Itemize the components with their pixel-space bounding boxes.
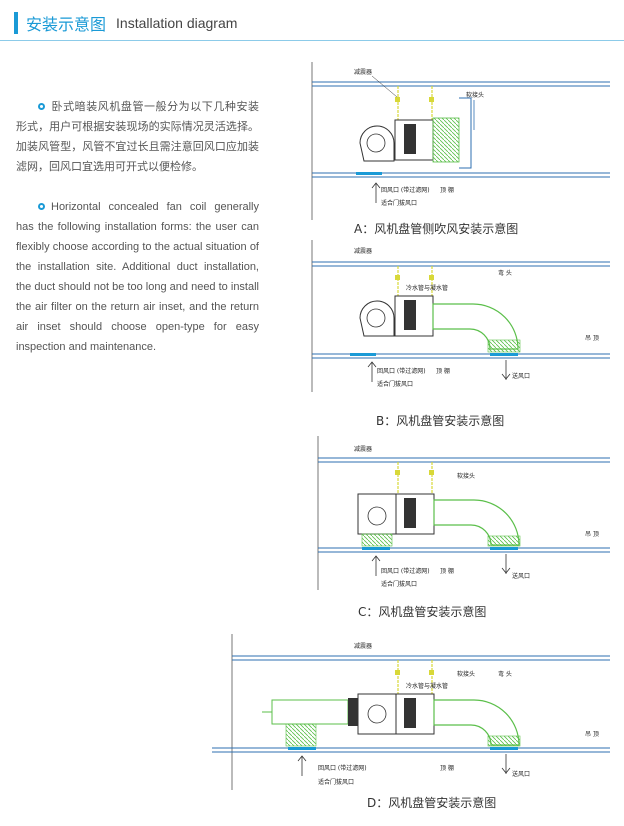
label-pipes: 冷水管与凝水管 — [406, 284, 448, 292]
section-title-en: Installation diagram — [116, 15, 238, 31]
caption-a: A：风机盘管侧吹风安装示意图 — [354, 222, 519, 236]
label-elbow: 弯 头 — [498, 670, 512, 678]
intro-text-cn: 卧式暗装风机盘管一般分为以下几种安装形式，用户可根据安装现场的实际情况灵活选择。… — [16, 100, 259, 173]
intro-paragraph-cn: 卧式暗装风机盘管一般分为以下几种安装形式，用户可根据安装现场的实际情况灵活选择。… — [16, 97, 259, 177]
label-return-air: 回风口 (带过滤网) — [377, 367, 426, 375]
label-ceiling: 吊 顶 — [585, 731, 599, 738]
header-divider — [0, 40, 624, 41]
label-damper: 减震器 — [354, 642, 372, 650]
label-grille: 顶 棚 — [440, 186, 454, 194]
label-grille: 顶 棚 — [440, 567, 454, 575]
caption-c: C：风机盘管安装示意图 — [358, 605, 487, 619]
label-return-air: 回风口 (带过滤网) — [381, 186, 430, 194]
label-openable: 适合门拔风口 — [377, 380, 413, 388]
label-openable: 适合门拔风口 — [318, 778, 354, 786]
intro-paragraph-en: Horizontal concealed fan coil generally … — [16, 197, 259, 357]
label-soft-joint: 软接头 — [457, 472, 475, 480]
label-grille: 顶 棚 — [436, 367, 450, 375]
intro-text-en: Horizontal concealed fan coil generally … — [16, 201, 259, 353]
caption-d: D：风机盘管安装示意图 — [367, 796, 497, 810]
bullet-icon — [38, 203, 45, 211]
label-openable: 适合门拔风口 — [381, 199, 417, 207]
label-supply-air: 送风口 — [512, 572, 530, 580]
label-damper: 减震器 — [354, 247, 372, 255]
label-elbow: 弯 头 — [498, 269, 512, 277]
label-soft-joint: 软接头 — [457, 670, 475, 678]
label-return-air: 回风口 (带过滤网) — [381, 567, 430, 575]
label-return-air: 回风口 (带过滤网) — [318, 764, 367, 772]
label-damper: 减震器 — [354, 445, 372, 453]
caption-b: B：风机盘管安装示意图 — [376, 414, 505, 428]
label-soft-joint: 软接头 — [466, 91, 484, 99]
diagram-c: 减震器 软接头 吊 顶 回风口 (带过滤网) 适合门拔风口 顶 棚 送风口 — [317, 436, 610, 590]
label-grille: 顶 棚 — [440, 764, 454, 772]
label-pipes: 冷水管与凝水管 — [406, 682, 448, 690]
diagram-d: 减震器 冷水管与凝水管 软接头 弯 头 吊 顶 回风口 (带过滤网) 适合门拔风… — [212, 634, 610, 790]
section-header: 安装示意图 Installation diagram — [14, 12, 237, 34]
label-ceiling: 吊 顶 — [585, 335, 599, 342]
diagram-a: 减震器 软接头 回风口 (带过滤网) 适合门拔风口 顶 棚 — [311, 62, 610, 220]
diagram-b: 减震器 冷水管与凝水管 弯 头 吊 顶 回风口 (带过滤网) 适合门拔风口 顶 … — [311, 240, 610, 392]
header-accent-bar — [14, 12, 18, 34]
bullet-icon — [38, 103, 45, 110]
label-supply-air: 送风口 — [512, 372, 530, 380]
label-openable: 适合门拔风口 — [381, 580, 417, 588]
section-title-cn: 安装示意图 — [26, 15, 107, 34]
label-ceiling: 吊 顶 — [585, 531, 599, 538]
label-damper: 减震器 — [354, 68, 372, 76]
label-supply-air: 送风口 — [512, 770, 530, 778]
